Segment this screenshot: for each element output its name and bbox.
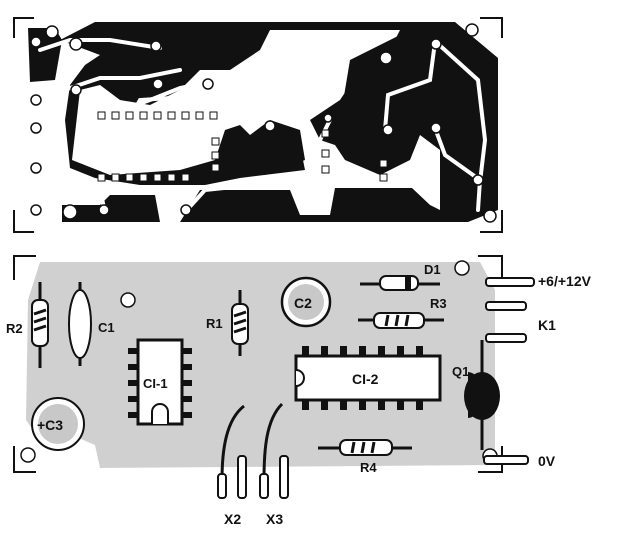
label-c2: C2 [294, 295, 312, 311]
component-layout: R2 C1 +C3 CI-1 [6, 255, 592, 527]
capacitor-c2: C2 [280, 276, 332, 328]
resistor-r4: R4 [318, 439, 412, 475]
ic-pads-top [97, 111, 388, 182]
label-q1: Q1 [452, 364, 469, 379]
label-r4: R4 [360, 460, 377, 475]
label-ci1: CI-1 [143, 376, 168, 391]
terminal-k1: K1 [538, 317, 556, 333]
probe-wires [217, 402, 289, 499]
ic-ci2: CI-2 [294, 346, 442, 410]
resistor-r1: R1 [206, 290, 249, 356]
board-outline-bottom [13, 255, 503, 473]
label-c1: C1 [98, 320, 115, 335]
pad-holes [30, 23, 497, 223]
label-d1: D1 [424, 262, 441, 277]
resistor-r3: R3 [358, 296, 447, 329]
terminal-x2: X2 [224, 511, 241, 527]
copper-layout [13, 17, 503, 233]
diode-d1: D1 [360, 262, 441, 291]
isolation-traces [36, 38, 488, 214]
terminal-ground: 0V [538, 453, 556, 469]
capacitor-c1: C1 [68, 282, 115, 366]
resistor-r2: R2 [6, 282, 49, 368]
label-r1: R1 [206, 316, 223, 331]
board-outline-top [13, 17, 503, 233]
label-r2: R2 [6, 321, 23, 336]
capacitor-c3: +C3 [31, 397, 85, 451]
label-r3: R3 [430, 296, 447, 311]
terminal-x3: X3 [266, 511, 283, 527]
label-c3: +C3 [37, 417, 63, 433]
ic-ci1: CI-1 [128, 338, 192, 426]
terminal-leads [483, 277, 535, 465]
transistor-q1: Q1 [452, 340, 500, 450]
label-ci2: CI-2 [352, 371, 379, 387]
terminal-supply: +6/+12V [538, 273, 592, 289]
